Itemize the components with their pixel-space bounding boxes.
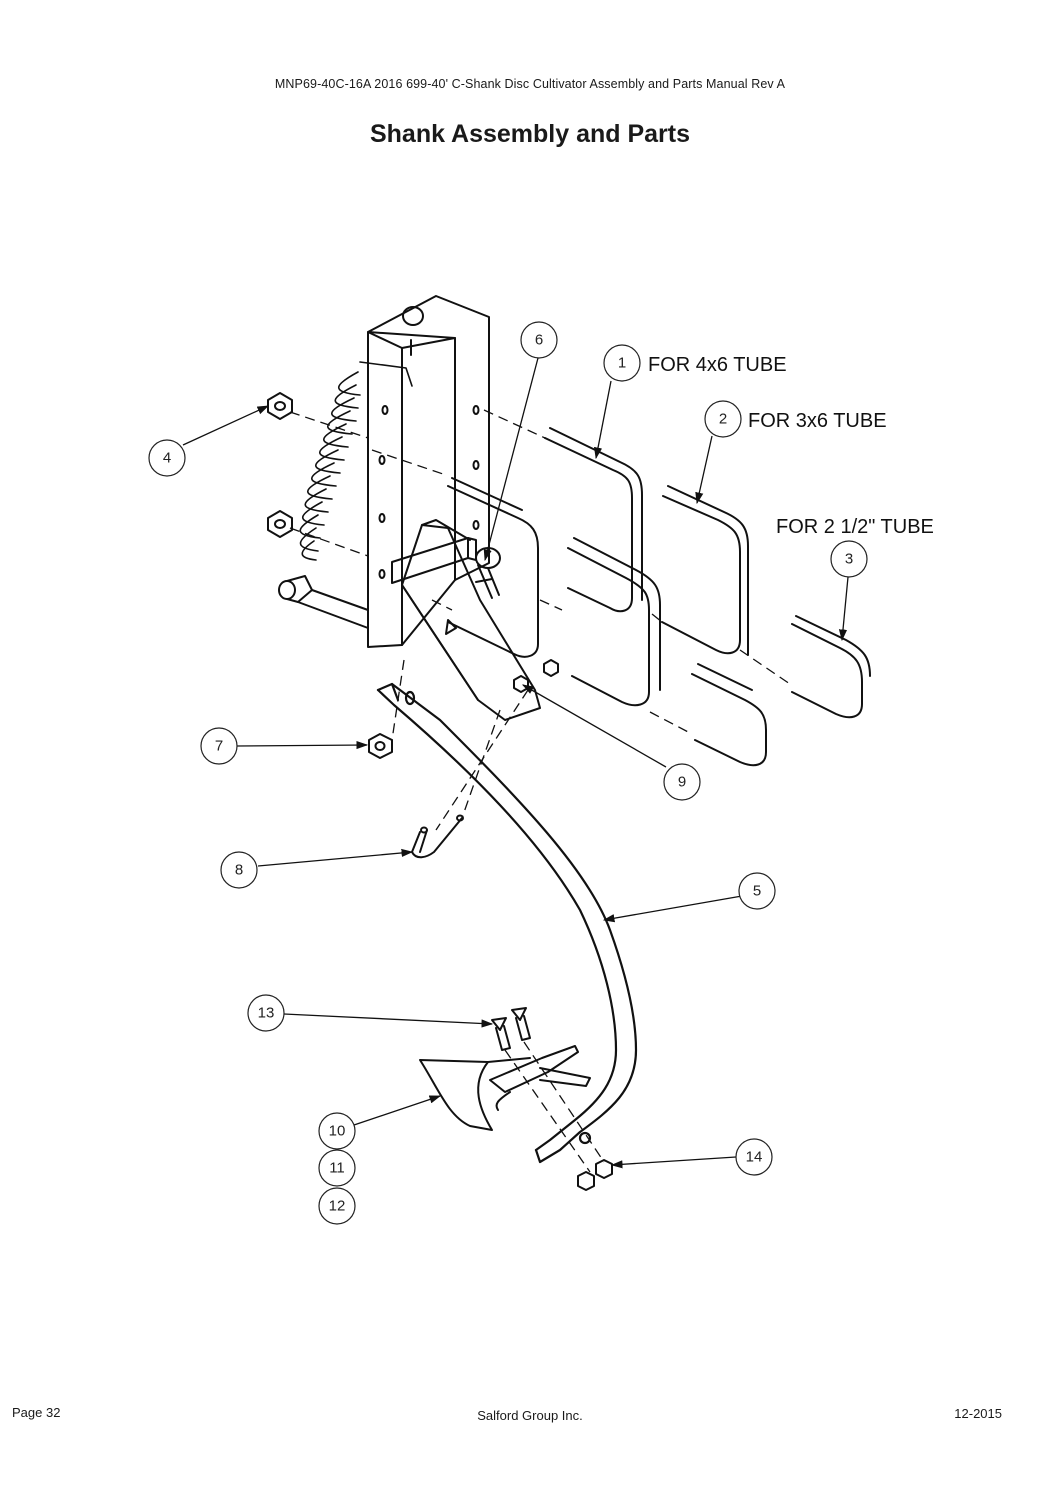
leader-lines: [182, 357, 849, 1169]
clip-pin: [411, 814, 464, 859]
callout-2: 2: [719, 411, 727, 428]
company-name: Salford Group Inc.: [477, 1408, 583, 1423]
c-shank: [376, 682, 638, 1164]
callout-3: 3: [845, 551, 853, 568]
callout-12: 12: [329, 1198, 346, 1215]
shank-holder: [391, 519, 541, 721]
hex-nut-lower: [267, 510, 293, 538]
callout-9: 9: [678, 774, 686, 791]
callout-1: 1: [618, 355, 626, 372]
pivot-pin: [278, 575, 369, 629]
u-bolt-3x6: [661, 485, 767, 767]
handle-knob: [475, 547, 501, 599]
sweep-shovel: [419, 1045, 591, 1131]
page-number: Page 32: [12, 1405, 61, 1420]
note-4x6-tube: FOR 4x6 TUBE: [648, 354, 787, 376]
callout-6: 6: [535, 332, 543, 349]
callout-4: 4: [163, 450, 171, 467]
u-bolt-4x6: [544, 427, 661, 707]
callout-7: 7: [215, 738, 223, 755]
note-3x6-tube: FOR 3x6 TUBE: [748, 410, 887, 432]
hex-nut-upper: [267, 392, 293, 420]
callout-13: 13: [258, 1005, 275, 1022]
mount-bracket: [367, 295, 490, 648]
callout-11: 11: [329, 1160, 345, 1177]
hex-nut-shank: [368, 733, 393, 759]
callout-14: 14: [746, 1149, 763, 1166]
callout-5: 5: [753, 883, 761, 900]
note-2-1-2-tube: FOR 2 1/2" TUBE: [776, 516, 934, 538]
callout-circles: [148, 321, 868, 1225]
callout-8: 8: [235, 862, 243, 879]
plow-nuts: [577, 1159, 613, 1191]
document-header: MNP69-40C-16A 2016 699-40' C-Shank Disc …: [274, 77, 786, 91]
page-title: Shank Assembly and Parts: [369, 120, 691, 148]
assembly-lines: [289, 409, 791, 1173]
callout-10: 10: [329, 1123, 346, 1140]
u-bolt-2-1-2: [791, 615, 871, 719]
coil-spring: [299, 361, 413, 561]
u-bolt-extra-left: [447, 477, 539, 658]
plow-bolts: [491, 1007, 531, 1051]
revision-date: 12-2015: [954, 1406, 1002, 1421]
